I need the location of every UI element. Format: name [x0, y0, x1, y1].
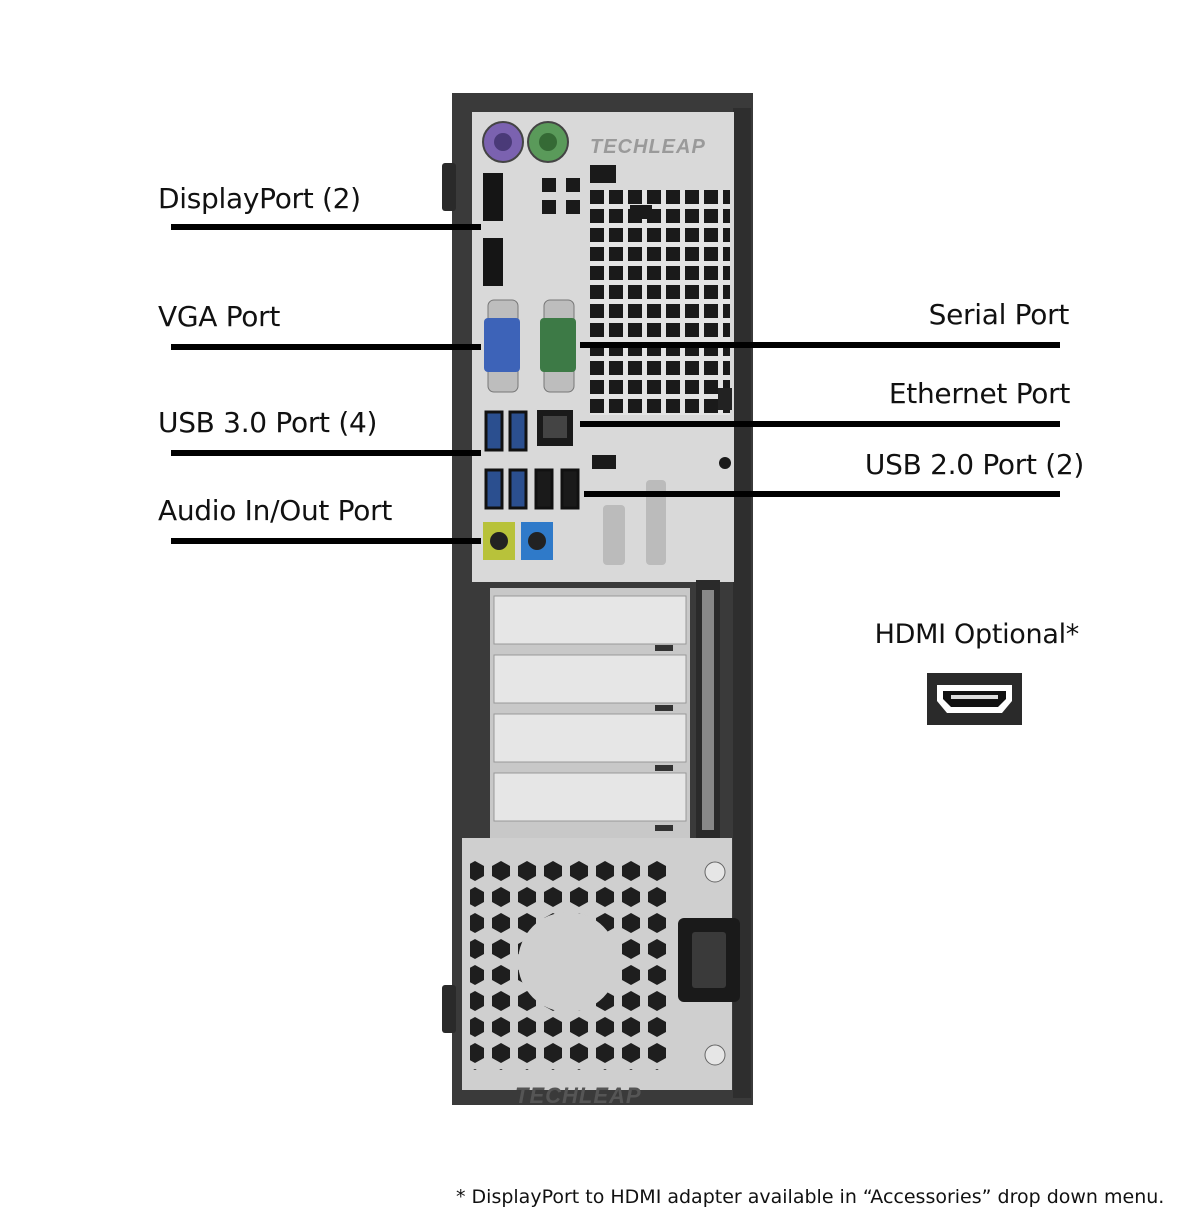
usb2-port-2	[560, 468, 580, 510]
leader-displayport	[171, 224, 481, 230]
serial-connector	[540, 318, 576, 372]
vent-grid	[590, 190, 730, 415]
label-hdmi: HDMI Optional*	[874, 619, 1080, 650]
label-usb3: USB 3.0 Port (4)	[158, 406, 378, 439]
audio-in-jack	[490, 532, 508, 550]
vga-connector	[484, 318, 520, 372]
usb2-port-1	[534, 468, 554, 510]
usb3-port-3	[484, 468, 504, 510]
leader-usb3	[171, 450, 481, 456]
label-ethernet: Ethernet Port	[888, 377, 1070, 410]
leader-vga	[171, 344, 481, 350]
label-displayport: DisplayPort (2)	[158, 182, 361, 215]
leader-serial	[580, 342, 1060, 348]
label-usb2: USB 2.0 Port (2)	[864, 448, 1084, 481]
audio-out-jack	[528, 532, 546, 550]
watermark-bottom: TECHLEAP	[515, 1083, 642, 1108]
footnote: * DisplayPort to HDMI adapter available …	[456, 1186, 1165, 1208]
usb3-port-1	[484, 410, 504, 452]
hdmi-port-icon	[927, 673, 1022, 725]
leader-audio	[171, 538, 481, 544]
label-audio: Audio In/Out Port	[158, 494, 392, 527]
watermark-top: TECHLEAP	[590, 136, 706, 158]
usb3-port-2	[508, 410, 528, 452]
displayport-2	[483, 238, 503, 286]
usb3-port-4	[508, 468, 528, 510]
leader-usb2	[584, 491, 1060, 497]
label-serial: Serial Port	[928, 298, 1070, 331]
expansion-slots	[490, 580, 720, 840]
label-vga: VGA Port	[158, 300, 281, 333]
leader-ethernet	[580, 421, 1060, 427]
displayport-1	[483, 173, 503, 221]
